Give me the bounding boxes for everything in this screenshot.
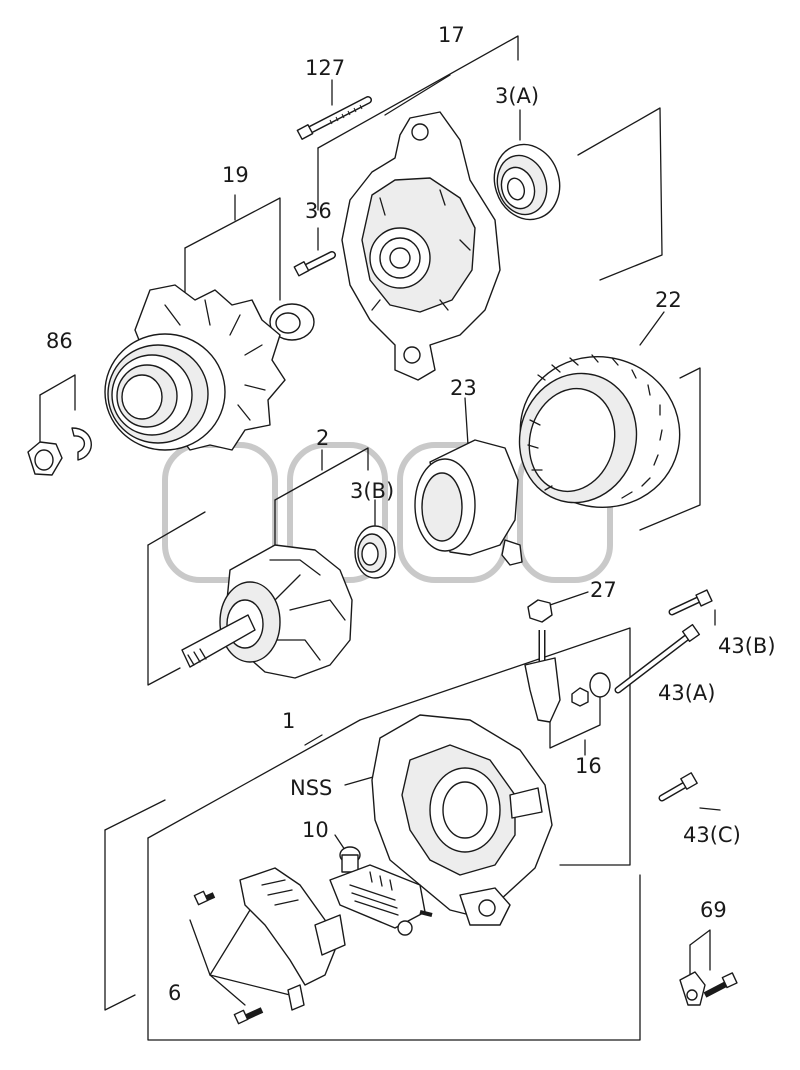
pulley-fan-19 bbox=[104, 284, 286, 451]
label-127: 127 bbox=[305, 56, 345, 80]
label-69: 69 bbox=[700, 898, 727, 922]
rotor-2 bbox=[181, 544, 353, 679]
regulator-6 bbox=[193, 867, 346, 1025]
label-27: 27 bbox=[590, 578, 617, 602]
bolt-36 bbox=[293, 251, 336, 277]
front-housing-17 bbox=[341, 111, 501, 381]
rectifier-10 bbox=[329, 846, 433, 936]
label-nss: NSS bbox=[290, 776, 332, 800]
terminal-bolt bbox=[524, 630, 561, 723]
nut-washer-86 bbox=[27, 427, 92, 476]
bearing-3a bbox=[493, 143, 561, 221]
part-labels: 17 127 3(A) 19 36 22 86 23 2 3(B) 27 43(… bbox=[46, 23, 776, 1005]
bolt-127 bbox=[296, 96, 372, 140]
label-1: 1 bbox=[282, 709, 295, 733]
label-22: 22 bbox=[655, 288, 682, 312]
label-43a: 43(A) bbox=[658, 681, 715, 705]
label-43b: 43(B) bbox=[718, 634, 776, 658]
washers-16 bbox=[571, 672, 611, 707]
bearing-3b bbox=[354, 525, 396, 579]
label-23: 23 bbox=[450, 376, 477, 400]
label-43c: 43(C) bbox=[683, 823, 741, 847]
bolt-43c bbox=[658, 772, 698, 802]
spacer-collar bbox=[269, 303, 315, 341]
stator-22 bbox=[518, 354, 681, 509]
label-16: 16 bbox=[575, 754, 602, 778]
label-17: 17 bbox=[438, 23, 465, 47]
label-2: 2 bbox=[316, 426, 329, 450]
leader-lines bbox=[39, 35, 721, 1041]
label-6: 6 bbox=[168, 981, 181, 1005]
label-36: 36 bbox=[305, 199, 332, 223]
label-10: 10 bbox=[302, 818, 329, 842]
bolt-43a bbox=[614, 623, 701, 694]
nut-27 bbox=[527, 599, 553, 623]
rear-housing-1 bbox=[371, 714, 553, 926]
clip-bolt-69 bbox=[679, 971, 738, 1006]
label-3a: 3(A) bbox=[495, 84, 539, 108]
bolt-43b bbox=[668, 589, 713, 616]
label-86: 86 bbox=[46, 329, 73, 353]
label-3b: 3(B) bbox=[350, 479, 394, 503]
insulator-23 bbox=[414, 439, 523, 566]
label-19: 19 bbox=[222, 163, 249, 187]
